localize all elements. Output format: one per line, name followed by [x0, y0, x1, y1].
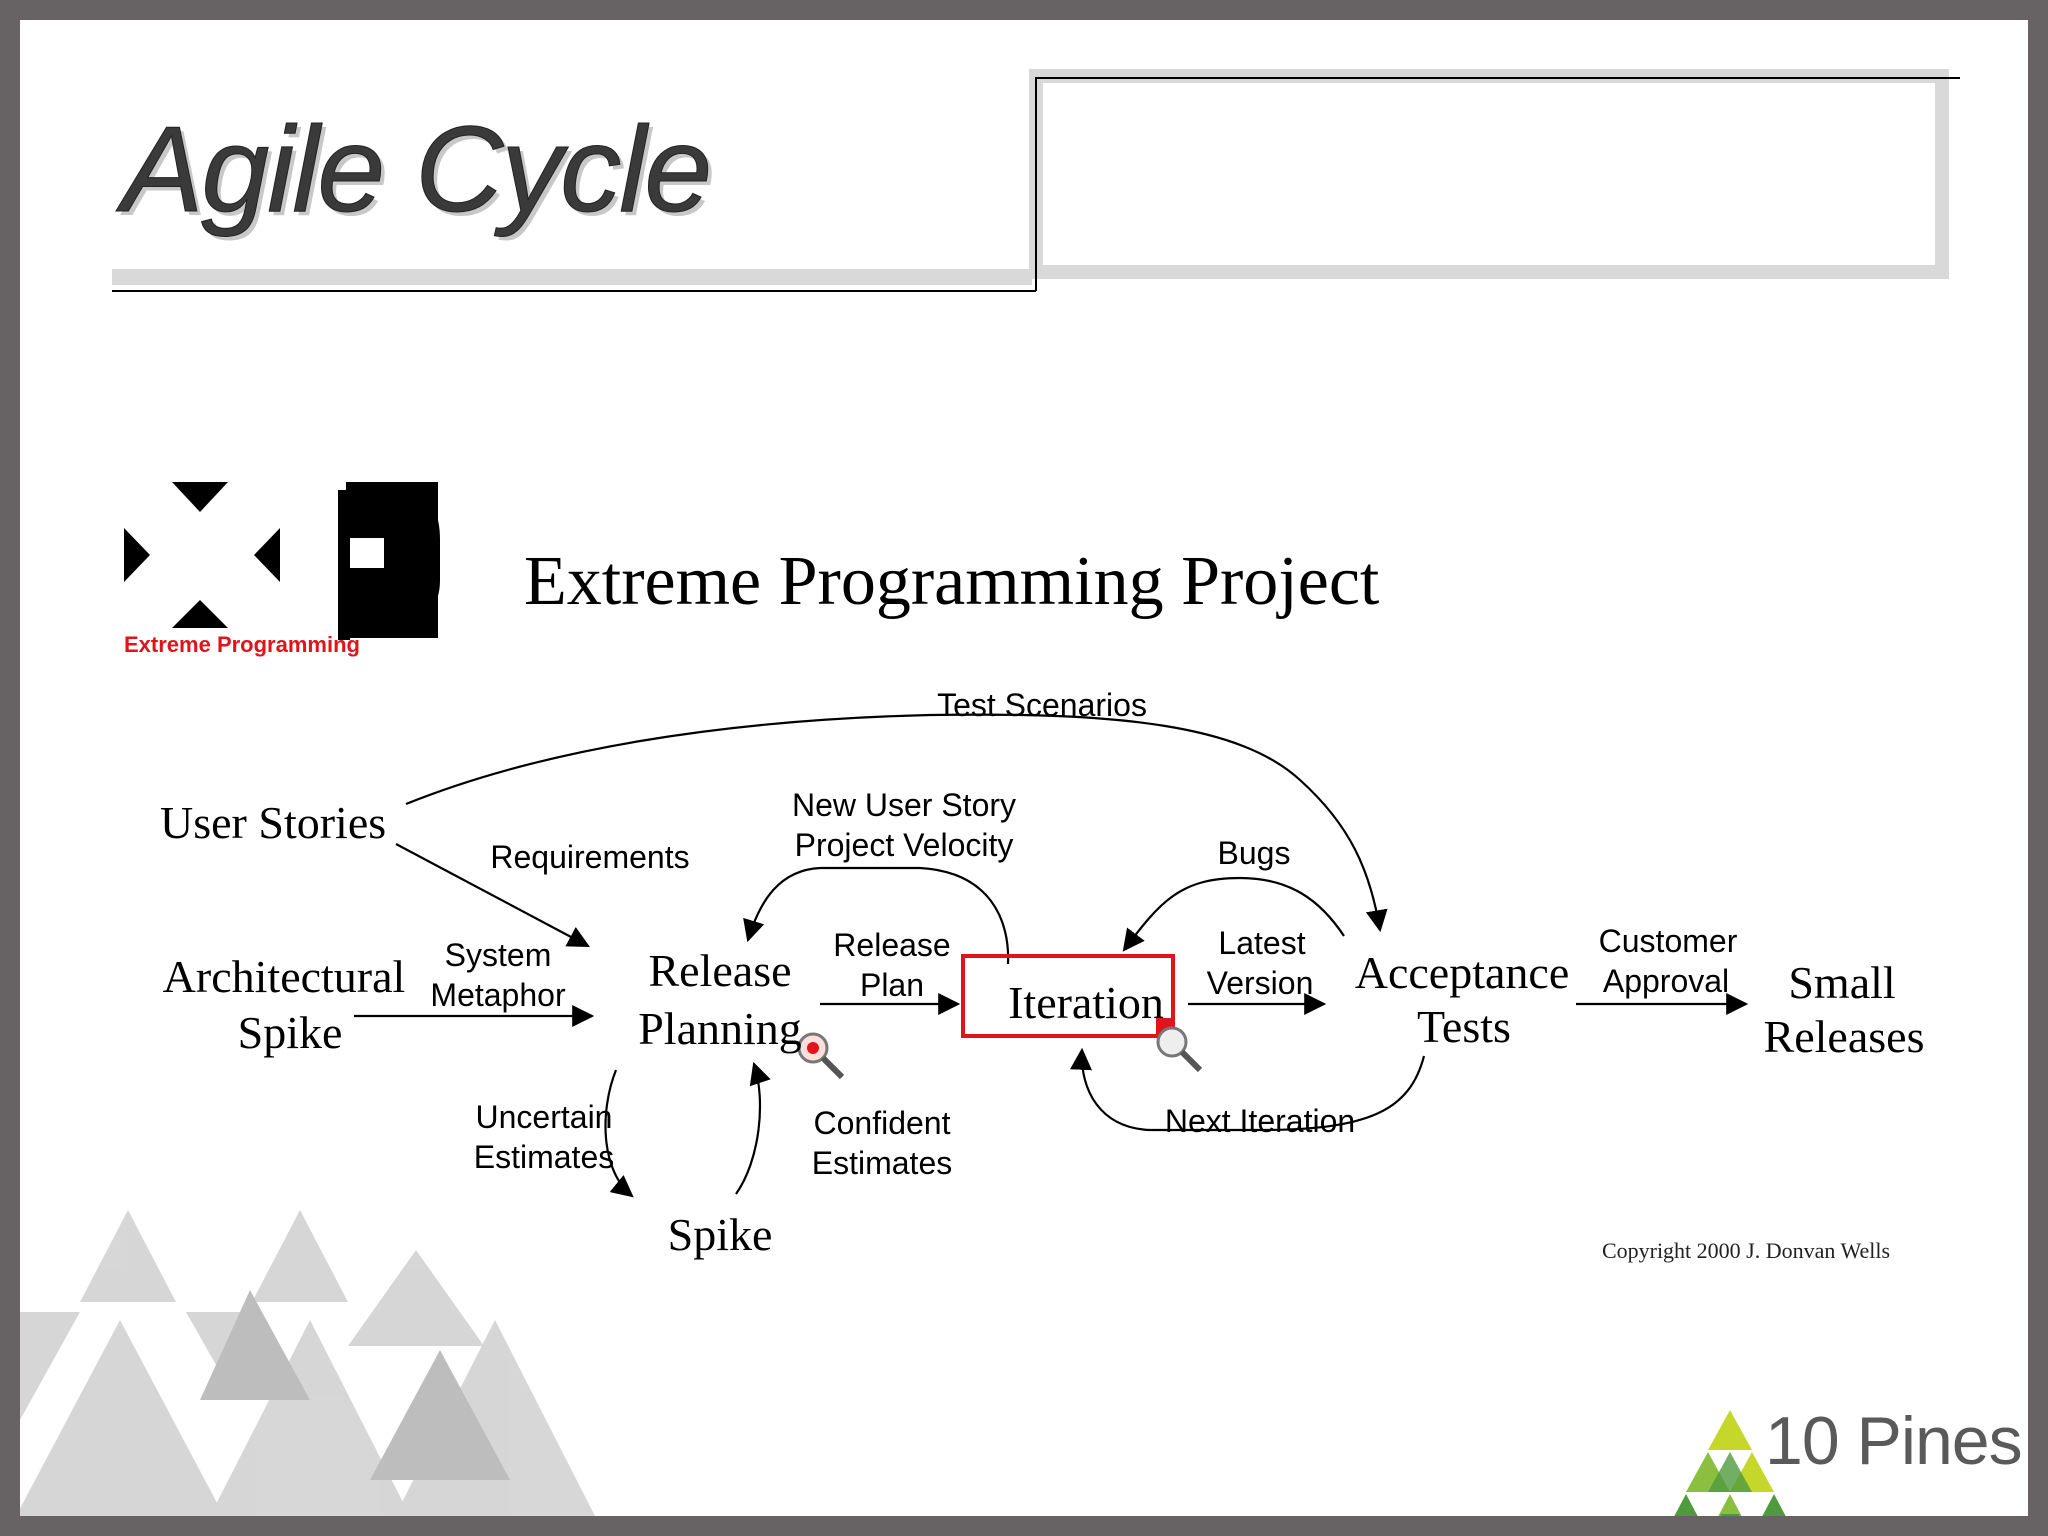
node-release-planning-line2: Planning [638, 1003, 802, 1054]
label-system-metaphor-line1: System [445, 937, 552, 973]
diagram-heading: Extreme Programming Project [524, 543, 1380, 620]
pine-tree-icon [1674, 1410, 1786, 1516]
label-latest-version-line1: Latest [1218, 925, 1305, 961]
triangle-pattern-dark [200, 1290, 510, 1480]
nodes: User Stories Architectural Spike Release… [160, 797, 1924, 1260]
node-acceptance-tests-line2: Tests [1417, 1001, 1511, 1052]
logo-x-bottom [172, 600, 228, 628]
label-bugs: Bugs [1218, 835, 1291, 871]
label-test-scenarios: Test Scenarios [937, 687, 1147, 723]
label-release-plan-line1: Release [833, 927, 950, 963]
label-uncertain-estimates-line1: Uncertain [476, 1099, 613, 1135]
label-next-iteration: Next Iteration [1165, 1103, 1355, 1139]
logo-x-left [124, 528, 150, 582]
edge-labels: Test Scenarios Requirements New User Sto… [430, 687, 1737, 1181]
title-bar-shadow [112, 269, 1032, 285]
logo-x-right [254, 528, 280, 582]
edge-next-iteration [1070, 1047, 1426, 1132]
label-confident-estimates-line2: Estimates [812, 1145, 952, 1181]
logo-p-shape [338, 490, 440, 640]
title-frame [1035, 77, 1960, 291]
edge-uncertain-estimates [604, 1069, 634, 1198]
label-customer-approval-line2: Approval [1603, 963, 1729, 999]
xp-logo: Extreme Programming [124, 482, 440, 657]
label-requirements: Requirements [490, 839, 689, 875]
edge-new-user-story [743, 866, 1010, 965]
label-release-plan-line2: Plan [860, 967, 924, 1003]
node-iteration: Iteration [1008, 977, 1164, 1028]
slide: Agile Cycle Extreme Programming Extreme … [20, 20, 2028, 1516]
node-acceptance-tests-line1: Acceptance [1355, 947, 1570, 998]
magnifier-icon [797, 1032, 845, 1080]
copyright: Copyright 2000 J. Donvan Wells [1602, 1238, 1890, 1263]
node-small-releases-line1: Small [1788, 957, 1895, 1008]
node-user-stories: User Stories [160, 797, 386, 848]
label-system-metaphor-line2: Metaphor [430, 977, 566, 1013]
iteration-box [961, 954, 1175, 1038]
brand-name: 10 Pines [1765, 1403, 2023, 1479]
edge-requirements [395, 843, 590, 948]
edge-bugs [1122, 876, 1345, 952]
node-release-planning-line1: Release [648, 945, 791, 996]
logo-p-hole [350, 538, 384, 568]
node-small-releases-line2: Releases [1764, 1011, 1925, 1062]
node-spike: Spike [668, 1209, 773, 1260]
edge-confident-estimates [735, 1061, 771, 1195]
label-confident-estimates-line1: Confident [814, 1105, 951, 1141]
slide-title: Agile Cycle [121, 101, 712, 237]
xp-diagram: Extreme Programming Extreme Programming … [124, 482, 1924, 1516]
label-new-user-story-line1: New User Story [792, 787, 1016, 823]
label-uncertain-estimates-line2: Estimates [474, 1139, 614, 1175]
node-architectural-spike-line2: Spike [238, 1007, 343, 1058]
magnifier-icon [1156, 1026, 1203, 1073]
logo-x-top [172, 482, 228, 512]
label-latest-version-line2: Version [1207, 965, 1314, 1001]
edge-test-scenarios [405, 713, 1388, 933]
triangle-mask [128, 1180, 508, 1200]
logo-caption: Extreme Programming [124, 632, 360, 657]
label-customer-approval-line1: Customer [1599, 923, 1738, 959]
edges [354, 713, 1749, 1198]
slide-decoration [20, 69, 1960, 1516]
label-new-user-story-line2: Project Velocity [795, 827, 1014, 863]
node-architectural-spike-line1: Architectural [163, 951, 406, 1002]
